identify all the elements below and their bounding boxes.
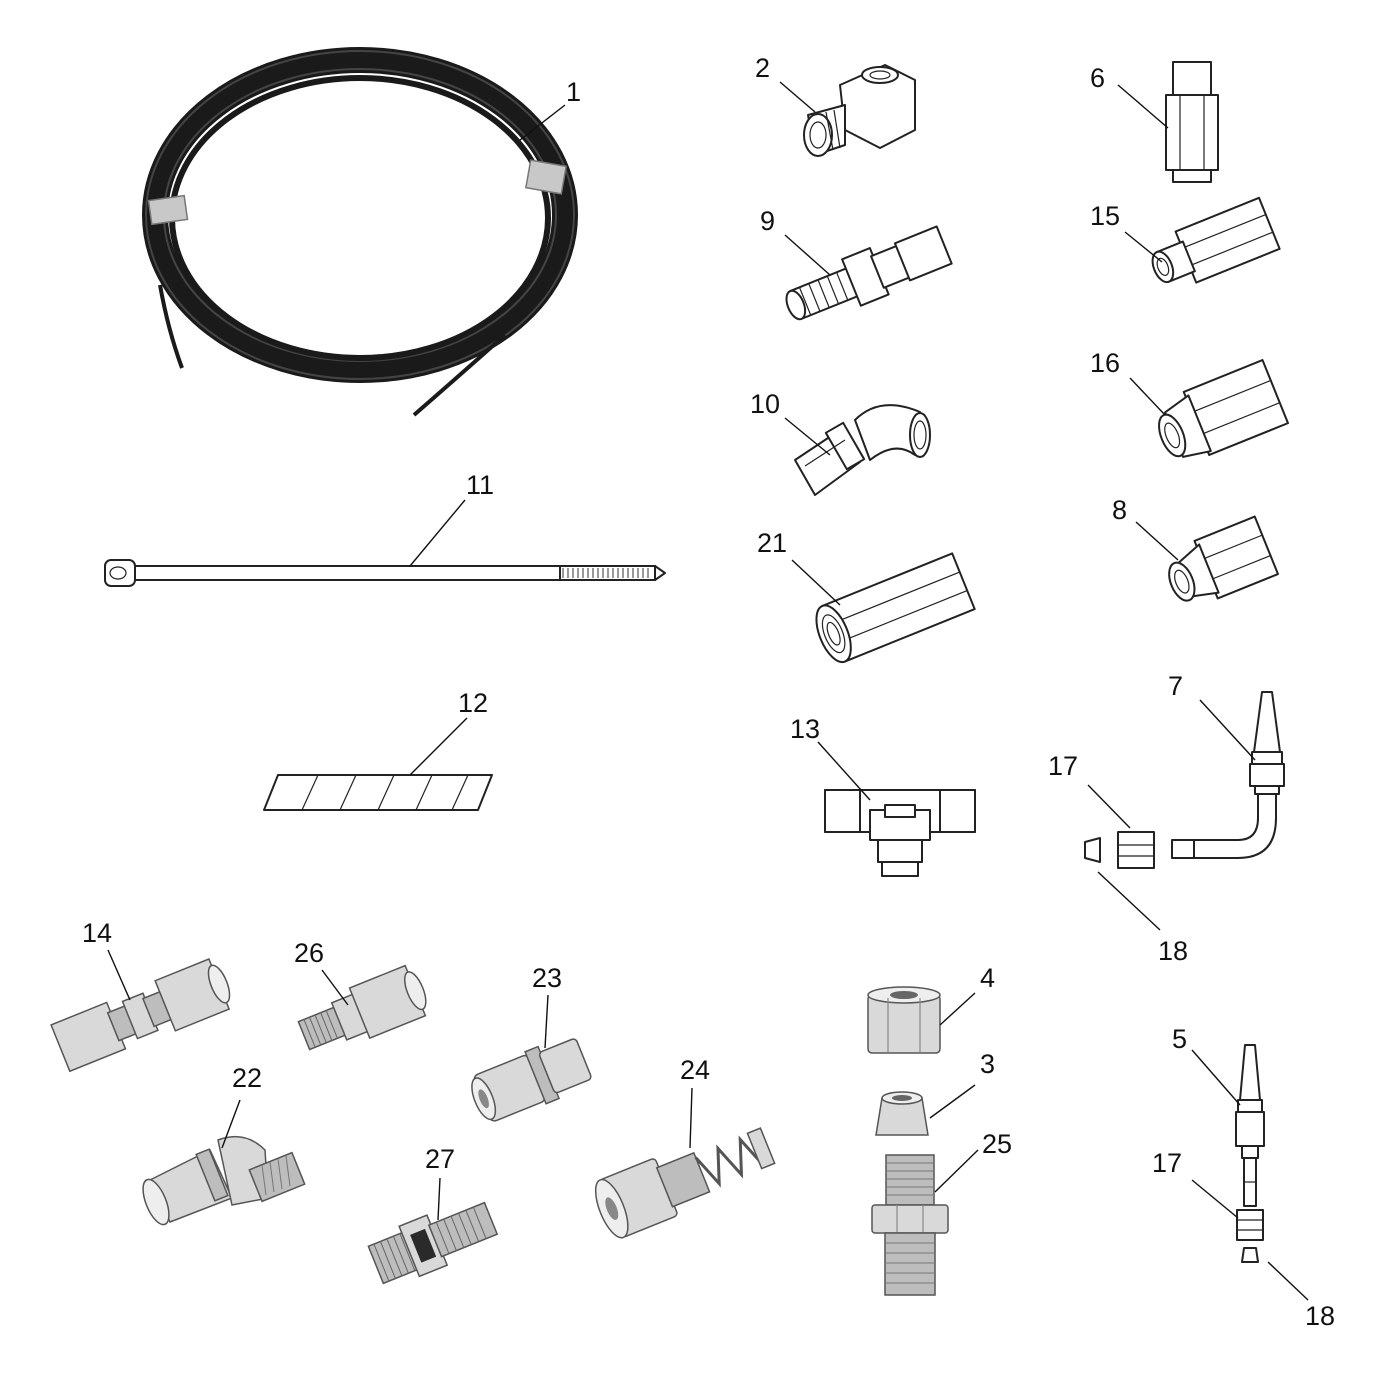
leader-line-24	[689, 1087, 693, 1149]
part-26-straight-connector	[297, 964, 427, 1051]
callout-23: 23	[532, 963, 562, 993]
callout-14: 14	[82, 918, 112, 948]
callout-27: 27	[425, 1144, 455, 1174]
leader-line-7	[1199, 699, 1256, 761]
callout-24: 24	[680, 1055, 710, 1085]
leader-line-9	[784, 234, 831, 276]
leader-line-12	[409, 717, 468, 776]
part-8-reducer	[1168, 515, 1279, 602]
part-11-cable-tie	[104, 559, 666, 587]
part-4-nut	[867, 986, 941, 1054]
callout-15: 15	[1090, 201, 1120, 231]
callout-17-upper: 17	[1048, 751, 1078, 781]
leader-line-27	[437, 1177, 441, 1221]
callout-25: 25	[982, 1129, 1012, 1159]
leader-line-15	[1124, 231, 1163, 263]
part-5-straight-nozzle	[1235, 1044, 1265, 1207]
part-22-elbow-push-in	[142, 1135, 306, 1226]
part-12-label-strip	[263, 774, 493, 811]
leader-line-6	[1117, 84, 1169, 129]
leader-line-26	[321, 969, 349, 1006]
leader-line-4	[939, 992, 976, 1026]
leader-line-17-lower	[1191, 1179, 1239, 1219]
part-6-hex-connector	[1165, 61, 1219, 183]
leader-line-23	[544, 994, 549, 1049]
leader-line-17-upper	[1087, 784, 1131, 829]
part-10-elbow-fitting	[794, 404, 931, 496]
leader-line-14	[107, 949, 131, 1001]
part-23-push-in-connector	[471, 1038, 592, 1122]
callout-21: 21	[757, 528, 787, 558]
part-1-hose-coil	[142, 47, 578, 417]
callout-12: 12	[458, 688, 488, 718]
part-17-nut-upper	[1117, 831, 1155, 869]
part-17-nut-lower	[1236, 1209, 1264, 1241]
leader-line-10	[784, 417, 831, 456]
callout-11: 11	[466, 470, 494, 500]
leader-line-13	[817, 741, 871, 801]
part-9-bulkhead-union	[785, 225, 953, 321]
callout-26: 26	[294, 938, 324, 968]
leader-line-8	[1135, 521, 1179, 561]
part-16-reducer	[1158, 359, 1289, 458]
callout-2: 2	[755, 53, 770, 83]
leader-line-3	[929, 1084, 976, 1119]
callout-4: 4	[980, 963, 995, 993]
leader-line-11	[409, 499, 466, 567]
part-24-check-valve	[594, 1127, 776, 1239]
callout-18-lower: 18	[1305, 1301, 1335, 1331]
callout-1: 1	[566, 77, 581, 107]
callout-6: 6	[1090, 63, 1105, 93]
part-14-union	[50, 958, 231, 1073]
part-18-ferrule-upper	[1084, 837, 1101, 863]
part-13-tee-fitting	[824, 789, 976, 877]
part-25-threaded-adapter	[871, 1154, 949, 1296]
callout-9: 9	[760, 206, 775, 236]
leader-line-25	[934, 1149, 979, 1193]
callout-17-lower: 17	[1152, 1148, 1182, 1178]
leader-line-18-upper	[1097, 871, 1161, 931]
callout-5: 5	[1172, 1024, 1187, 1054]
callout-3: 3	[980, 1049, 995, 1079]
callout-22: 22	[232, 1063, 262, 1093]
part-27-threaded-nipple	[367, 1201, 499, 1285]
leader-line-21	[791, 559, 841, 606]
leader-line-16	[1129, 377, 1166, 416]
part-21-hex-coupler	[815, 552, 976, 664]
leader-line-22	[221, 1099, 241, 1149]
part-7-bent-nozzle	[1171, 691, 1285, 859]
part-15-reducer	[1151, 196, 1281, 284]
callout-16: 16	[1090, 348, 1120, 378]
callout-8: 8	[1112, 495, 1127, 525]
part-3-ferrule	[875, 1091, 929, 1136]
callout-10: 10	[750, 389, 780, 419]
leader-line-5	[1191, 1049, 1241, 1106]
leader-line-18-lower	[1267, 1261, 1309, 1301]
leader-line-2	[779, 81, 816, 113]
leader-line-1	[519, 104, 566, 141]
callout-13: 13	[790, 714, 820, 744]
callout-7: 7	[1168, 671, 1183, 701]
part-18-ferrule-lower	[1241, 1247, 1259, 1263]
part-2-banjo-fitting	[803, 64, 916, 157]
callout-18-upper: 18	[1158, 936, 1188, 966]
